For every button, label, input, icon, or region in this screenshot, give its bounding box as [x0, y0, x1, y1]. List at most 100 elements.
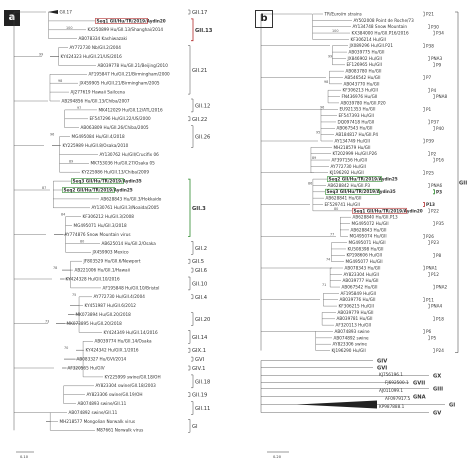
polymerase-bracket [428, 24, 430, 29]
leaf-label: KY424328 Hu/GII.10/2016 [66, 276, 120, 281]
polymerase-type-label: P13 [426, 202, 435, 207]
genotype-label: GII.21 [192, 68, 207, 74]
genotype-label: GIV.1 [192, 366, 205, 372]
leaf-label: AF195848 Hu/GII.10/Bristol [103, 285, 160, 290]
genotype-bracket [191, 401, 194, 415]
polymerase-type-label: P21 [426, 12, 434, 17]
outgroup-label: FJ692500.1 [385, 380, 409, 385]
bootstrap-value: 100 [66, 26, 72, 30]
bootstrap-value: 98 [324, 80, 328, 84]
bootstrap-value: 96 [50, 133, 54, 137]
genotype-label: GIX.1 [192, 348, 206, 354]
leaf-label: KY424323 Hu/GII.21/US/2016 [61, 54, 123, 59]
leaf-label: AF195849 Hu/GII [341, 291, 377, 296]
bootstrap-value: 77 [330, 232, 334, 236]
sequence-highlight-box [62, 187, 115, 193]
bootstrap-value: 97 [77, 106, 81, 110]
leaf-label: AB628841 Hu/GII [326, 196, 362, 201]
outgroup-label: KP987888.1 [379, 404, 405, 409]
leaf-label: AB074892 swine/GII.11 [69, 410, 118, 415]
genotype-label: GII.22 [192, 117, 207, 123]
polymerase-type-label: P2 [431, 151, 437, 156]
leaf-label: AF397156 Hu/GII [332, 157, 368, 162]
polymerase-bracket [423, 138, 425, 144]
leaf-label: EF529741 Hu/GII [325, 202, 360, 207]
leaf-label: AB294856 Hu/GII.13/Chiba/2007 [62, 98, 130, 103]
polymerase-bracket [428, 183, 430, 188]
genotype-label: GII.5 [192, 259, 204, 265]
polymerase-bracket [433, 189, 435, 195]
leaf-label: KY424349 Hu/GII.14/2016 [104, 330, 158, 335]
leaf-label: AB039776 Hu/GII [340, 297, 376, 302]
genogroup-label: GIV [377, 359, 387, 365]
scale-label: 0.10 [20, 455, 29, 459]
leaf-label: AY823304 swine/GII.18/2003 [96, 383, 157, 388]
leaf-label: AY130761 Hu/GII.3/Noaida/2005 [92, 205, 160, 210]
leaf-label: AB078343 Hu/GII [345, 265, 381, 270]
leaf-label: EF547393 Hu/GII [339, 113, 374, 118]
leaf-label: AF195847 Hu/GII.21/Birmingham/2000 [89, 72, 171, 77]
sequence-highlight-box [352, 207, 407, 214]
polymerase-type-label: P26 [426, 234, 434, 239]
leaf-label: AB628840 Hu/GII.P13 [353, 215, 399, 220]
bootstrap-value: 98 [58, 79, 62, 83]
leaf-label: AB039779 Hu/GII [338, 310, 374, 315]
genotype-label: GII.10 [192, 281, 207, 287]
genotype-label: GII.11 [195, 406, 210, 412]
polymerase-bracket [423, 43, 425, 48]
genotype-label: GII.3 [192, 206, 206, 212]
genotype-label: GII.18 [195, 379, 210, 385]
polymerase-type-label: P25 [426, 170, 434, 175]
polymerase-type-label: P23 [431, 240, 439, 245]
genogroup-label: GIII [433, 387, 443, 393]
polymerase-bracket [423, 107, 425, 112]
sequence-highlight-box [71, 178, 124, 184]
polymerase-bracket [423, 75, 425, 80]
leaf-label: KF306215 Hu/GII [339, 304, 374, 309]
b-branches [260, 13, 352, 351]
leaf-label: MG495072 Hu/GII [352, 221, 389, 226]
leaf-label: AY134749 Hu/GII [335, 138, 370, 143]
leaf-label: AB039777 Hu/GII [343, 278, 379, 283]
polymerase-type-label: PNA3 [431, 56, 443, 61]
leaf-label: AY774876 Snow Mountain virus [65, 232, 131, 237]
leaf-label: KY451987 Hu/GII.6/2012 [85, 303, 137, 308]
leaf-label: AB074892 swine [334, 335, 369, 340]
leaf-label: AF320565 Hu/GIV [68, 365, 105, 370]
genotype-bracket [191, 18, 194, 42]
genotype-bracket [188, 178, 191, 237]
genogroup-label: GII [459, 180, 467, 186]
leaf-label: KT202999 Hu/GII.P26 [333, 151, 378, 156]
leaf-label: EF547296 Hu/GII.22/US/2000 [90, 116, 151, 121]
leaf-label: KF306212 Hu/GII.3/2008 [83, 214, 135, 219]
leaf-label: MK753036 Hu/GII.27/Osaka 05 [91, 161, 156, 166]
sequence-highlight-box [95, 17, 148, 24]
leaf-label: AB067542 Hu/GII [342, 284, 378, 289]
bootstrap-value: 70 [64, 346, 68, 350]
polymerase-type-label: P37 [431, 120, 439, 125]
bootstrap-value: 89 [312, 156, 316, 160]
highlighted-sequence-label: Seq1 GII/Hu/TR/2019/Aydin20 [354, 208, 423, 213]
leaf-label: AB083780 Hu/GII [346, 69, 382, 74]
leaf-label: AY823306 swine [333, 342, 368, 347]
polymerase-type-label: P40 [436, 126, 444, 131]
bootstrap-value: 78 [53, 266, 57, 270]
genogroup-bracket-gii [455, 11, 459, 353]
leaf-label: MH218577 Mongolian Norwalk virus [60, 419, 136, 424]
polymerase-type-label: P8 [436, 253, 442, 258]
highlighted-sequence-label: Seq1 GII/Hu/TR/2019/Aydin20 [97, 18, 166, 23]
polymerase-bracket [433, 316, 435, 321]
a-branches [13, 11, 103, 431]
polymerase-bracket [433, 253, 435, 258]
leaf-label: AB628843 Hu/GII [351, 227, 387, 232]
leaf-label: MG495077 Hu/GII [346, 259, 383, 264]
genotype-bracket [191, 267, 194, 273]
bootstrap-value: 87 [42, 186, 46, 190]
highlighted-sequence-label: Seq2 GII/Hu/TR/2019/Aydin25 [64, 187, 133, 192]
collapsed-clade-triangle-gi [297, 400, 377, 409]
panel-b-letter: b [255, 10, 273, 28]
bootstrap-value: 99 [328, 54, 332, 58]
leaf-label: AB074893 swine [335, 329, 370, 334]
genotype-bracket [188, 392, 191, 397]
